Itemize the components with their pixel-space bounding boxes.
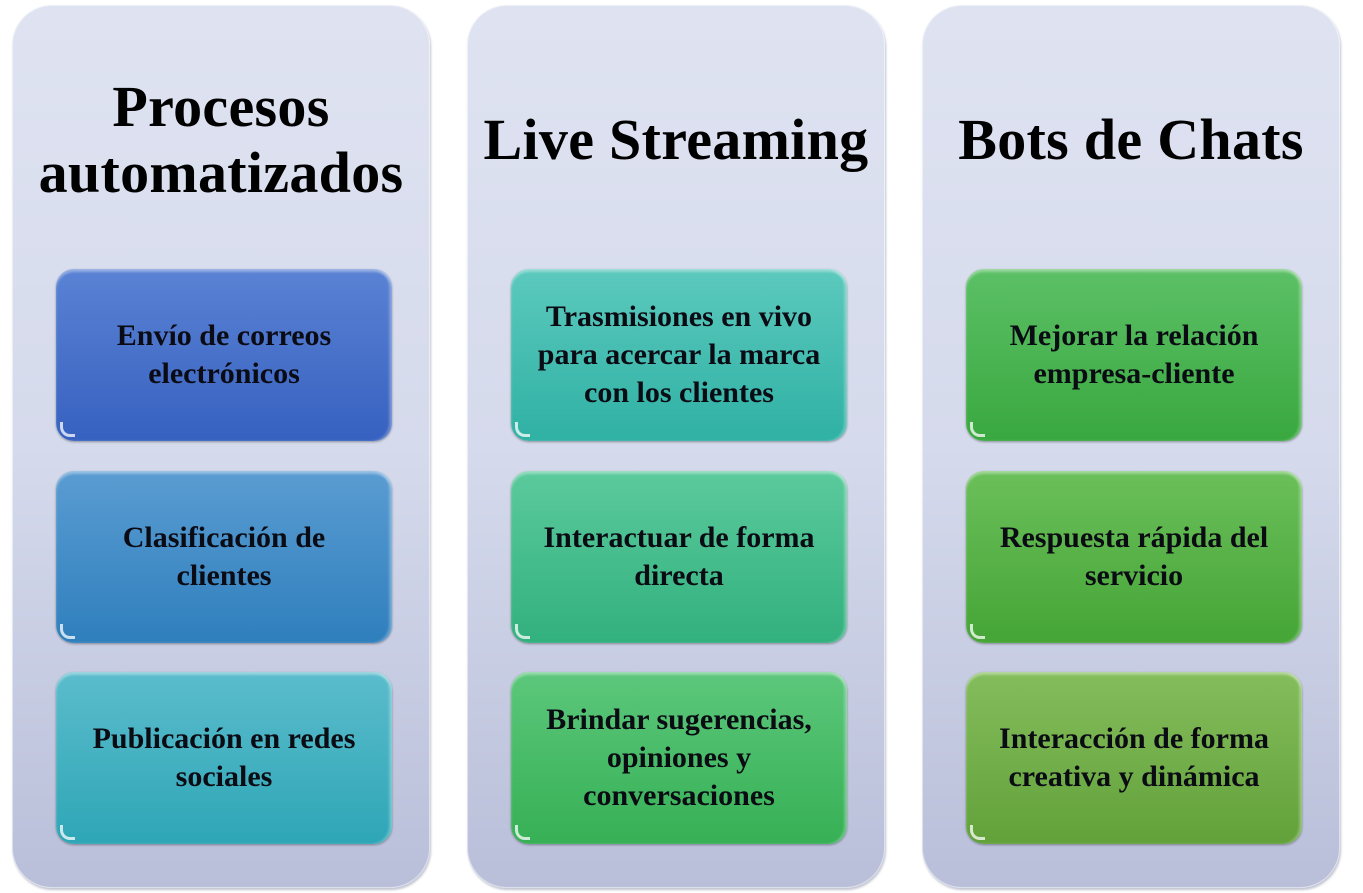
card-text-line: opiniones y [606,741,752,774]
card-interactuar-directa: Interactuar de forma directa [511,471,847,643]
column-title-line: Procesos [112,74,330,139]
card-envio-correos: Envío de correos electrónicos [56,269,392,441]
card-text-line: clientes [176,559,272,592]
column-procesos-automatizados: Procesos automatizados Envío de correos … [12,5,430,888]
card-respuesta-rapida: Respuesta rápida del servicio [966,471,1302,643]
card-clasificacion-clientes: Clasificación de clientes [56,471,392,643]
card-interaccion-creativa: Interacción de forma creativa y dinámica [966,672,1302,844]
card-text-line: creativa y dinámica [1008,760,1260,793]
card-text-line: directa [634,559,724,592]
column-title-line: Bots de Chats [958,107,1304,172]
card-text-line: Clasificación de [122,521,326,554]
card-text-line: Publicación en redes [92,722,356,755]
column-title-line: Live Streaming [483,107,869,172]
column-bots-de-chats: Bots de Chats Mejorar la relación empres… [922,5,1340,888]
card-trasmisiones-en-vivo: Trasmisiones en vivo para acercar la mar… [511,269,847,441]
card-text-line: sociales [175,760,273,793]
card-publicacion-redes: Publicación en redes sociales [56,672,392,844]
column-live-streaming: Live Streaming Trasmisiones en vivo para… [467,5,885,888]
column-title-line: automatizados [38,140,404,205]
card-text-line: Interactuar de forma [543,521,815,554]
card-text-line: Brindar sugerencias, [546,703,812,736]
card-text-line: para acercar la marca [537,338,821,371]
card-text-line: Respuesta rápida del [999,521,1269,554]
column-title: Live Streaming [467,65,885,215]
card-text-line: empresa-cliente [1033,357,1235,390]
card-text-line: con los clientes [584,376,774,409]
card-text-line: Envío de correos [116,319,332,352]
column-title: Bots de Chats [922,65,1340,215]
column-title: Procesos automatizados [12,65,430,215]
card-text-line: conversaciones [583,779,775,812]
card-text-line: Interacción de forma [999,722,1269,755]
card-text-line: servicio [1084,559,1184,592]
card-brindar-sugerencias: Brindar sugerencias, opiniones y convers… [511,672,847,844]
card-mejorar-relacion: Mejorar la relación empresa-cliente [966,269,1302,441]
card-text-line: electrónicos [148,357,300,390]
card-text-line: Mejorar la relación [1009,319,1259,352]
card-text-line: Trasmisiones en vivo [545,300,813,333]
